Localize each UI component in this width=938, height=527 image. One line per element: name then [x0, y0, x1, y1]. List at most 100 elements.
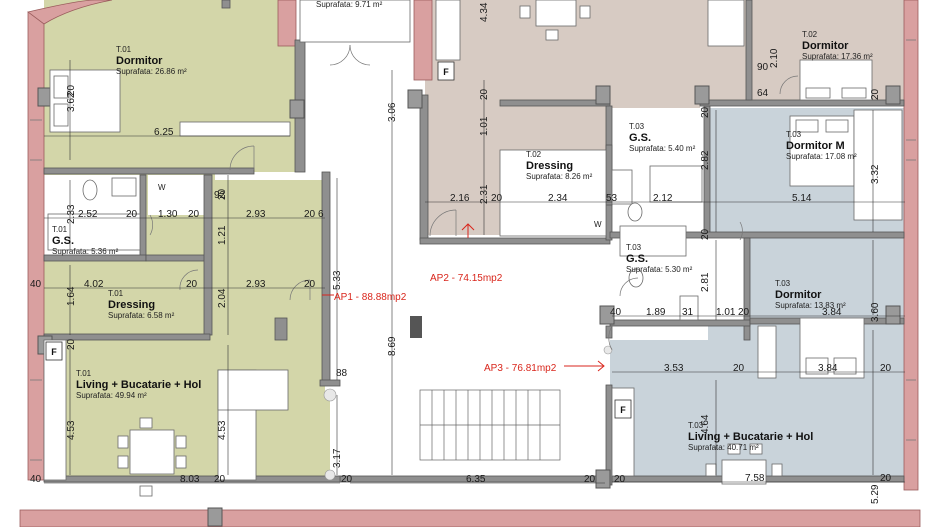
svg-text:T.01: T.01 [76, 369, 92, 378]
wall [139, 174, 147, 261]
w-label: W [158, 183, 166, 192]
svg-text:Dormitor: Dormitor [775, 289, 822, 301]
svg-text:20: 20 [341, 474, 353, 485]
t01-hall-floor [148, 175, 208, 215]
svg-text:Dormitor M: Dormitor M [786, 140, 845, 152]
svg-text:20: 20 [186, 279, 198, 290]
bed-t02 [799, 59, 873, 101]
svg-text:2.52: 2.52 [78, 209, 98, 220]
svg-text:Suprafata: 9.71 m²: Suprafata: 9.71 m² [316, 0, 383, 9]
doors [149, 44, 799, 351]
svg-text:1.21: 1.21 [217, 225, 228, 245]
svg-text:20: 20 [188, 209, 200, 220]
svg-text:Suprafata: 17.36 m²: Suprafata: 17.36 m² [802, 52, 873, 61]
apartment-3-floor [610, 108, 904, 480]
wall [203, 174, 213, 336]
t01-dressing-floor [44, 262, 194, 336]
svg-text:20: 20 [733, 363, 745, 374]
wardrobe [179, 121, 291, 137]
svg-text:Living + Bucatarie + Hol: Living + Bucatarie + Hol [76, 379, 201, 391]
svg-text:T.01: T.01 [108, 289, 124, 298]
sofa [217, 369, 289, 481]
room-label-t03-gs-lower: T.03 G.S. Suprafata: 5.30 m² [626, 243, 693, 274]
apartment-label-ap1: AP1 - 88.88mp2 [334, 292, 407, 303]
svg-text:G.S.: G.S. [52, 235, 74, 247]
wall [221, 0, 231, 9]
svg-text:T.01: T.01 [116, 45, 132, 54]
apartment-arrows [322, 223, 605, 372]
svg-text:20: 20 [700, 228, 711, 240]
svg-text:T.01: T.01 [52, 225, 68, 234]
dining-table-t03 [705, 443, 783, 485]
dining-table [117, 417, 187, 497]
svg-text:6.25: 6.25 [154, 127, 174, 138]
svg-text:20: 20 [614, 474, 626, 485]
w-label: W [594, 220, 602, 229]
svg-text:T.03: T.03 [626, 243, 642, 252]
svg-text:2.34: 2.34 [548, 193, 568, 204]
svg-text:Suprafata: 5.30 m²: Suprafata: 5.30 m² [626, 265, 693, 274]
column [407, 89, 423, 109]
column [207, 507, 223, 527]
svg-text:40: 40 [30, 474, 42, 485]
vertical-dimensions: 3.62 2.33 1.21 1.64 2.04 5.33 4.53 4.53 … [66, 2, 881, 504]
svg-text:Dressing: Dressing [108, 299, 155, 311]
wall [703, 105, 711, 237]
plant [323, 345, 613, 481]
svg-text:20: 20 [304, 209, 316, 220]
svg-text:Suprafata: 40.71 m²: Suprafata: 40.71 m² [688, 443, 759, 452]
svg-text:5.29: 5.29 [870, 484, 881, 504]
wall [321, 171, 331, 383]
east-exterior-wall [903, 0, 919, 491]
room-label-t01-living: T.01 Living + Bucatarie + Hol Suprafata:… [76, 369, 201, 400]
svg-text:64: 64 [757, 88, 769, 99]
room-label-t01-gs: T.01 G.S. Suprafata: 5.36 m² [52, 225, 119, 256]
column [289, 99, 305, 119]
svg-text:2.04: 2.04 [217, 288, 228, 308]
svg-text:20: 20 [479, 88, 490, 100]
wall [419, 237, 611, 245]
svg-text:T.03: T.03 [629, 122, 645, 131]
kitchen-counter [43, 339, 67, 481]
svg-text:20: 20 [214, 474, 226, 485]
apartment-label-ap3: AP3 - 76.81mp2 [484, 363, 557, 374]
column [410, 316, 422, 338]
svg-text:F: F [443, 67, 449, 77]
svg-text:3.84: 3.84 [822, 307, 842, 318]
horizontal-dimensions: 6.25 2.52 20 1.30 20 2.93 20 6 4.02 20 2… [30, 62, 892, 485]
room-label-t03-gs-upper: T.03 G.S. Suprafata: 5.40 m² [629, 122, 696, 153]
svg-text:20: 20 [880, 363, 892, 374]
svg-text:Suprafata: 17.08 m²: Suprafata: 17.08 m² [786, 152, 857, 161]
room-label-t02-dormitor: T.02 Dormitor Suprafata: 17.36 m² [802, 30, 873, 61]
wall [274, 317, 288, 341]
wardrobe [707, 0, 745, 47]
svg-text:88: 88 [336, 368, 348, 379]
svg-text:4.53: 4.53 [217, 420, 228, 440]
svg-text:G.S.: G.S. [629, 132, 651, 144]
svg-text:T.02: T.02 [526, 150, 542, 159]
bed-t03-m [789, 115, 855, 187]
staircase [419, 389, 561, 461]
svg-text:1.01: 1.01 [716, 307, 736, 318]
column [599, 305, 615, 325]
svg-text:Suprafata: 13.83 m²: Suprafata: 13.83 m² [775, 301, 846, 310]
svg-text:F: F [51, 347, 57, 357]
svg-text:20: 20 [700, 106, 711, 118]
svg-text:F: F [620, 405, 626, 415]
wardrobe [499, 149, 607, 237]
svg-text:3.17: 3.17 [332, 448, 343, 468]
f-box: F [45, 341, 63, 361]
north-wall-segment [413, 0, 433, 81]
svg-text:90: 90 [757, 62, 769, 73]
wall [43, 167, 255, 175]
svg-text:Suprafata: 5.36 m²: Suprafata: 5.36 m² [52, 247, 119, 256]
svg-text:6: 6 [318, 209, 324, 220]
column [885, 85, 901, 105]
svg-text:Suprafata: 5.40 m²: Suprafata: 5.40 m² [629, 144, 696, 153]
kitchen-counter [435, 0, 461, 61]
svg-text:20: 20 [304, 279, 316, 290]
dining-table-t02 [519, 0, 591, 41]
svg-text:4.02: 4.02 [84, 279, 104, 290]
svg-text:7.58: 7.58 [745, 473, 765, 484]
room-label-t03-dormitor-m: T.03 Dormitor M Suprafata: 17.08 m² [786, 130, 857, 161]
